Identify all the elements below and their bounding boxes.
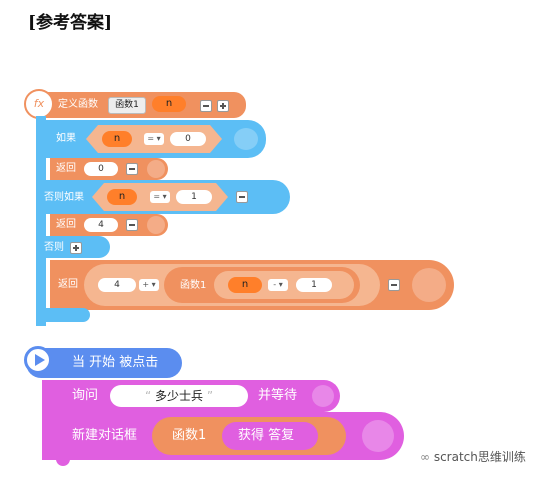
addition-operator[interactable]: + ▾ xyxy=(139,279,159,291)
add-param-button[interactable] xyxy=(217,100,229,112)
shirt-icon xyxy=(312,385,334,407)
param-n[interactable]: n xyxy=(152,96,186,112)
else-if-operator[interactable]: = ▾ xyxy=(150,191,170,203)
define-label: 定义函数 xyxy=(58,99,98,110)
dialog-block-notch xyxy=(56,458,70,466)
function-name-field[interactable]: 函数1 xyxy=(108,97,146,114)
fx-icon: fx xyxy=(24,89,54,119)
ask-label: 询问 xyxy=(72,388,99,403)
dialog-shirt-icon xyxy=(362,420,394,452)
if-operator[interactable]: = ▾ xyxy=(144,133,164,145)
when-start-clicked-block[interactable] xyxy=(26,348,182,378)
else-label: 否则 xyxy=(44,242,64,253)
return-label: 返回 xyxy=(56,163,76,174)
return-0-value[interactable]: 0 xyxy=(84,162,118,176)
if-label: 如果 xyxy=(56,133,76,144)
return-label: 返回 xyxy=(58,279,78,290)
return-expression-remove-button[interactable] xyxy=(388,279,400,291)
remove-param-button[interactable] xyxy=(200,100,212,112)
addition-left-value[interactable]: 4 xyxy=(98,278,136,292)
define-block-spine xyxy=(36,116,46,326)
return-0-remove-button[interactable] xyxy=(126,163,138,175)
page-heading: [参考答案] xyxy=(28,13,113,33)
dialog-function-name: 函数1 xyxy=(172,428,207,443)
close-quote-icon: ” xyxy=(206,389,214,403)
else-if-label: 否则如果 xyxy=(44,192,84,203)
watermark: ∞ scratch思维训练 xyxy=(420,448,526,465)
return-4-remove-button[interactable] xyxy=(126,219,138,231)
else-if-value[interactable]: 1 xyxy=(176,190,212,204)
return-4-value[interactable]: 4 xyxy=(84,218,118,232)
play-icon xyxy=(24,346,52,374)
function-call-name: 函数1 xyxy=(180,280,207,291)
subtraction-var[interactable]: n xyxy=(228,277,262,293)
subtraction-operator[interactable]: - ▾ xyxy=(268,279,288,291)
get-answer-label: 获得 答复 xyxy=(238,428,295,443)
ask-suffix-label: 并等待 xyxy=(258,388,298,403)
if-value[interactable]: 0 xyxy=(170,132,206,146)
else-if-var[interactable]: n xyxy=(107,189,137,205)
return-4-fx-icon xyxy=(147,216,165,234)
fx-watermark-icon xyxy=(412,268,446,302)
if-var[interactable]: n xyxy=(102,131,132,147)
new-dialog-label: 新建对话框 xyxy=(72,428,138,443)
gamepad-icon xyxy=(234,128,258,150)
define-block-bottom xyxy=(36,308,90,322)
else-add-button[interactable] xyxy=(70,242,82,254)
open-quote-icon: “ xyxy=(144,389,152,403)
when-start-clicked-label: 当 开始 被点击 xyxy=(72,355,159,370)
question-text: 多少士兵 xyxy=(154,389,203,403)
return-label: 返回 xyxy=(56,219,76,230)
wechat-icon: ∞ xyxy=(420,450,430,464)
return-0-fx-icon xyxy=(147,160,165,178)
else-if-remove-button[interactable] xyxy=(236,191,248,203)
get-answer-reporter[interactable] xyxy=(222,422,318,450)
question-input[interactable]: “ 多少士兵 ” xyxy=(110,385,248,407)
watermark-text: scratch思维训练 xyxy=(433,450,526,464)
subtraction-value[interactable]: 1 xyxy=(296,278,332,292)
